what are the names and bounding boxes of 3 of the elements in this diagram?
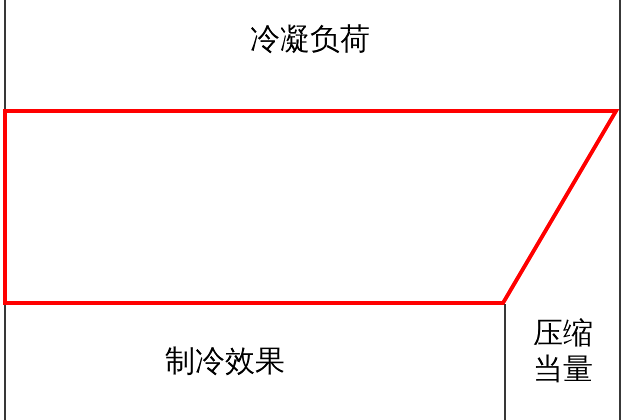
- region-label: 制冷效果: [164, 344, 286, 380]
- region-label: 压缩当量: [532, 316, 594, 388]
- region-label: 冷凝负荷: [249, 22, 371, 58]
